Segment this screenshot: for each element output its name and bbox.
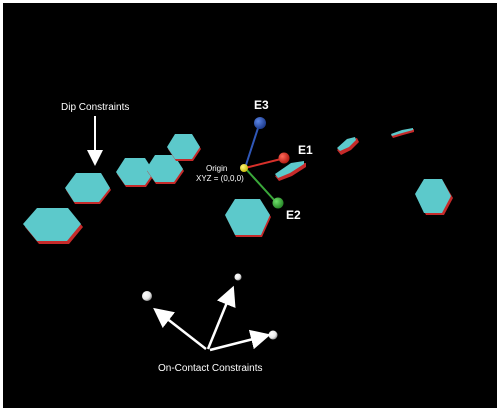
e2-label: E2 [286, 208, 301, 222]
contact-point-2[interactable] [234, 273, 242, 281]
dip-plane-4[interactable] [146, 155, 184, 184]
e3-endpoint-sphere[interactable] [254, 117, 266, 129]
dip-plane-5[interactable] [167, 134, 201, 161]
dip-plane-tilted-2[interactable] [337, 137, 359, 155]
e1-label: E1 [298, 143, 313, 157]
axis-e3-line [244, 124, 260, 169]
e1-endpoint-sphere[interactable] [278, 152, 290, 164]
3d-viewport[interactable]: E3 E1 E2 Origin XYZ = (0,0,0) Dip Constr… [3, 3, 497, 408]
dip-plane-2[interactable] [65, 173, 111, 204]
coordinate-axes [240, 117, 290, 209]
contact-arrow-2 [206, 285, 236, 350]
e2-endpoint-sphere[interactable] [272, 197, 284, 209]
contact-point-3[interactable] [268, 330, 278, 340]
dip-plane-right[interactable] [415, 179, 453, 215]
axis-e2-line [244, 167, 277, 203]
contact-arrow-3 [209, 329, 271, 352]
dip-plane-tilted-1[interactable] [275, 161, 306, 181]
origin-point[interactable] [240, 164, 248, 172]
dip-plane-large[interactable] [23, 208, 83, 244]
dip-plane-3[interactable] [116, 158, 155, 187]
axis-e1-line [244, 158, 282, 169]
dip-plane-tilted-3[interactable] [391, 128, 414, 138]
contact-arrow-1 [153, 307, 207, 350]
dip-plane-center[interactable] [225, 199, 271, 237]
origin-xyz-label: XYZ = (0,0,0) [196, 174, 244, 183]
contact-point-1[interactable] [142, 291, 152, 301]
e3-label: E3 [254, 98, 269, 112]
on-contact-constraints-label: On-Contact Constraints [158, 363, 263, 374]
origin-label: Origin [206, 164, 227, 173]
scene-canvas: E3 E1 E2 Origin XYZ = (0,0,0) Dip Constr… [23, 98, 453, 374]
dip-constraints-label: Dip Constraints [61, 102, 129, 113]
